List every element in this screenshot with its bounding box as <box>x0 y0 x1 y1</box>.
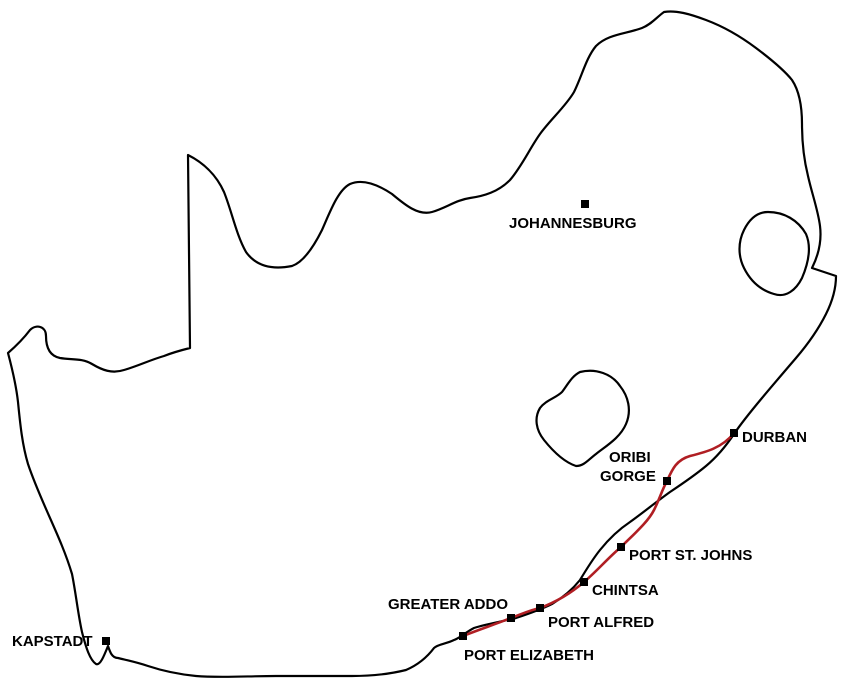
label-durban: DURBAN <box>742 429 807 446</box>
label-port-st-johns: PORT ST. JOHNS <box>629 547 752 564</box>
marker-johannesburg <box>581 200 589 208</box>
marker-chintsa <box>580 578 588 586</box>
label-gorge: GORGE <box>600 468 656 485</box>
label-port-elizabeth: PORT ELIZABETH <box>464 647 594 664</box>
eswatini-border <box>738 210 811 297</box>
lesotho-border <box>535 369 630 468</box>
label-oribi: ORIBI <box>609 449 651 466</box>
marker-port-st-johns <box>617 543 625 551</box>
marker-durban <box>730 429 738 437</box>
label-johannesburg: JOHANNESBURG <box>509 215 637 232</box>
south-africa-border <box>6 10 838 678</box>
marker-kapstadt <box>102 637 110 645</box>
marker-greater-addo <box>507 614 515 622</box>
label-greater-addo: GREATER ADDO <box>388 596 508 613</box>
label-chintsa: CHINTSA <box>592 582 659 599</box>
label-kapstadt: KAPSTADT <box>12 633 93 650</box>
marker-port-elizabeth <box>459 632 467 640</box>
label-port-alfred: PORT ALFRED <box>548 614 654 631</box>
marker-port-alfred <box>536 604 544 612</box>
marker-oribi-gorge <box>663 477 671 485</box>
